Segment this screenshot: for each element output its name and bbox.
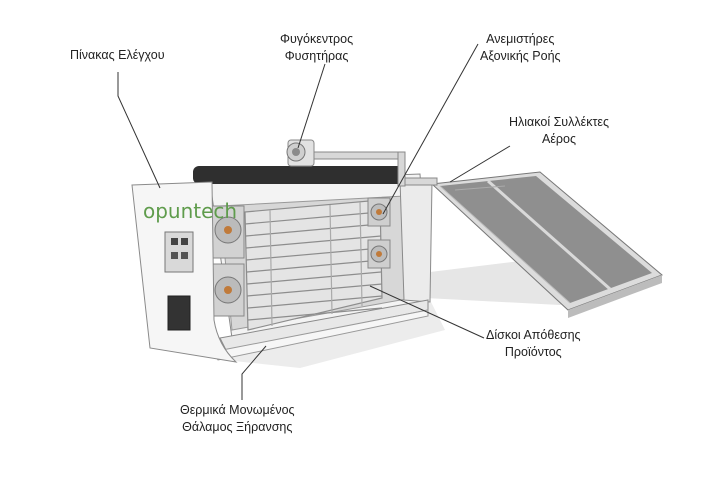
leader-lines (117, 43, 511, 400)
label-centrifugal-fan-line2: Φυσητήρας (284, 49, 349, 63)
front-panel: opuntech (131, 181, 238, 363)
label-control-panel-text: Πίνακας Ελέγχου (70, 48, 165, 62)
control-panel-box (164, 231, 194, 273)
brand-logo: opuntech (143, 199, 237, 223)
label-product-trays-line2: Προϊόντος (504, 345, 562, 359)
label-control-panel: Πίνακας Ελέγχου (70, 47, 165, 64)
label-axial-fans: Ανεμιστήρες Αξονικής Ροής (480, 31, 561, 65)
leader-product-trays (369, 285, 485, 339)
label-solar-collectors-line2: Αέρος (542, 132, 576, 146)
label-drying-chamber: Θερμικά Μονωμένος Θάλαμος Ξήρανσης (180, 402, 295, 436)
leader-solar-collectors (449, 145, 511, 183)
label-centrifugal-fan-line1: Φυγόκεντρος (280, 32, 354, 46)
left-fans (211, 205, 245, 317)
label-drying-chamber-line1: Θερμικά Μονωμένος (180, 403, 295, 417)
leader-control-panel (117, 72, 161, 189)
label-product-trays-line1: Δίσκοι Απόθεσης (486, 328, 581, 342)
leader-drying-chamber (241, 345, 267, 400)
air-duct (193, 151, 438, 187)
label-product-trays: Δίσκοι Απόθεσης Προϊόντος (486, 327, 581, 361)
centrifugal-blower (286, 139, 315, 167)
label-solar-collectors-line1: Ηλιακοί Συλλέκτες (509, 115, 609, 129)
solar-collector-panel (430, 171, 663, 318)
axial-fans (367, 197, 391, 269)
label-axial-fans-line1: Ανεμιστήρες (486, 32, 555, 46)
label-solar-collectors: Ηλιακοί Συλλέκτες Αέρος (509, 114, 609, 148)
leader-centrifugal-fan (297, 63, 326, 149)
label-axial-fans-line2: Αξονικής Ροής (480, 49, 561, 63)
access-door (167, 295, 191, 331)
leader-axial-fans (382, 43, 479, 215)
product-trays (244, 199, 383, 331)
label-centrifugal-fan: Φυγόκεντρος Φυσητήρας (280, 31, 353, 65)
label-drying-chamber-line2: Θάλαμος Ξήρανσης (182, 420, 293, 434)
